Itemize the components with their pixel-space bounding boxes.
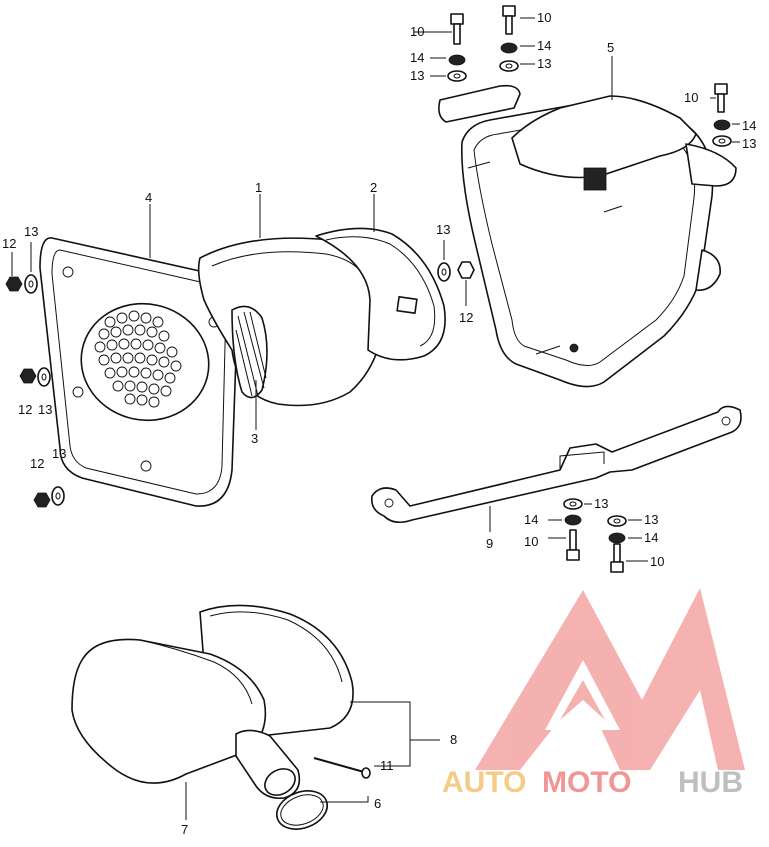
screw: [313, 757, 371, 779]
callout-14-top-left: 14: [410, 50, 424, 65]
callout-14-bottom-right: 14: [644, 530, 658, 545]
callout-13-right: 13: [742, 136, 756, 151]
air-cleaner-lower-case: [71, 604, 354, 800]
callout-2: 2: [370, 180, 377, 195]
callout-14-right: 14: [742, 118, 756, 133]
callout-6: 6: [374, 796, 381, 811]
watermark-logo-mark: [475, 588, 745, 770]
bolt-bottom-center: [566, 529, 580, 561]
callout-12-case: 12: [459, 310, 473, 325]
washers: [24, 42, 732, 544]
callout-3: 3: [251, 431, 258, 446]
watermark-auto: AUTO: [442, 766, 526, 799]
mounting-stay: [370, 405, 742, 524]
callout-12-upper-left: 12: [2, 236, 16, 251]
callout-12-lower-left: 12: [30, 456, 44, 471]
callout-14-bottom-center: 14: [524, 512, 538, 527]
callout-13-bottom-center: 13: [594, 496, 608, 511]
air-cleaner-gasket: [315, 227, 446, 361]
callout-13-lower-left: 13: [52, 446, 66, 461]
callout-10-bottom-right: 10: [650, 554, 664, 569]
callout-10-bottom-center: 10: [524, 534, 538, 549]
air-cleaner-cover: [39, 237, 239, 507]
callout-8: 8: [450, 732, 457, 747]
callout-13-middle-left: 13: [38, 402, 52, 417]
nuts: [5, 261, 475, 508]
callout-13-upper-left: 13: [24, 224, 38, 239]
callout-5: 5: [607, 40, 614, 55]
callout-12-middle-left: 12: [18, 402, 32, 417]
air-cleaner-case: [438, 84, 737, 388]
bolt-top-left: [450, 13, 464, 45]
leader-lines: [11, 17, 740, 820]
watermark-text: AUTO MOTO HUB: [442, 766, 743, 799]
callout-1: 1: [255, 180, 262, 195]
callout-13-bottom-right: 13: [644, 512, 658, 527]
callout-labels: 1 2 3 4 5 6 7 8 9 11 10 10 10 10 10 12 1…: [2, 10, 756, 837]
callout-4: 4: [145, 190, 152, 205]
bolt-bottom-right: [610, 543, 624, 573]
callout-13-top-center: 13: [537, 56, 551, 71]
bolt-top-center: [502, 5, 516, 35]
callout-10-right: 10: [684, 90, 698, 105]
cover-perforation-holes: [94, 310, 182, 408]
callout-14-top-center: 14: [537, 38, 551, 53]
watermark-hub: HUB: [678, 766, 743, 799]
callout-10-top-left: 10: [410, 24, 424, 39]
callout-13-top-left: 13: [410, 68, 424, 83]
watermark-moto: MOTO: [542, 766, 631, 799]
callout-13-case: 13: [436, 222, 450, 237]
callout-11: 11: [380, 758, 394, 773]
callout-7: 7: [181, 822, 188, 837]
bolt-right: [714, 83, 728, 113]
callout-10-top-center: 10: [537, 10, 551, 25]
callout-9: 9: [486, 536, 493, 551]
